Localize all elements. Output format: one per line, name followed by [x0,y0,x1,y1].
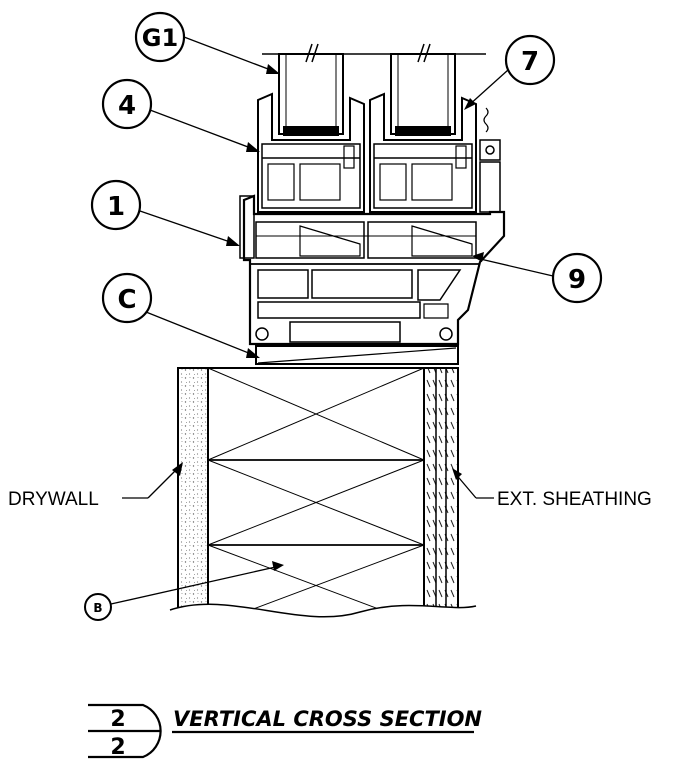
callout-9: 9 [472,252,603,304]
callout-7: 7 [464,34,556,110]
callout-1-label: 1 [107,192,125,222]
detail-number: 2 [110,707,125,732]
detail-title-block: 2 2 VERTICAL CROSS SECTION [88,703,482,760]
callout-b: B [84,561,284,621]
sheathing-note: EXT. SHEATHING [452,468,652,510]
callout-1: 1 [90,179,240,246]
sill-shim [255,345,459,365]
callout-b-label: B [93,601,102,615]
wall-assembly [169,367,477,640]
callout-4-label: 4 [118,91,136,121]
callout-c: C [101,272,260,358]
sheathing-label: EXT. SHEATHING [497,489,652,510]
drywall-note: DRYWALL [8,462,183,510]
frame-profile [239,194,506,346]
sheet-number: 2 [110,735,125,760]
callout-7-label: 7 [521,47,539,77]
detail-title: VERTICAL CROSS SECTION [173,707,482,731]
callout-c-label: C [117,285,136,315]
glazing-units [262,43,486,136]
callout-g1: G1 [134,11,280,74]
callout-g1-label: G1 [142,24,178,52]
drywall-label: DRYWALL [8,489,99,510]
callout-4: 4 [101,78,260,152]
sash-profiles [257,92,501,213]
callout-9-label: 9 [568,265,586,295]
